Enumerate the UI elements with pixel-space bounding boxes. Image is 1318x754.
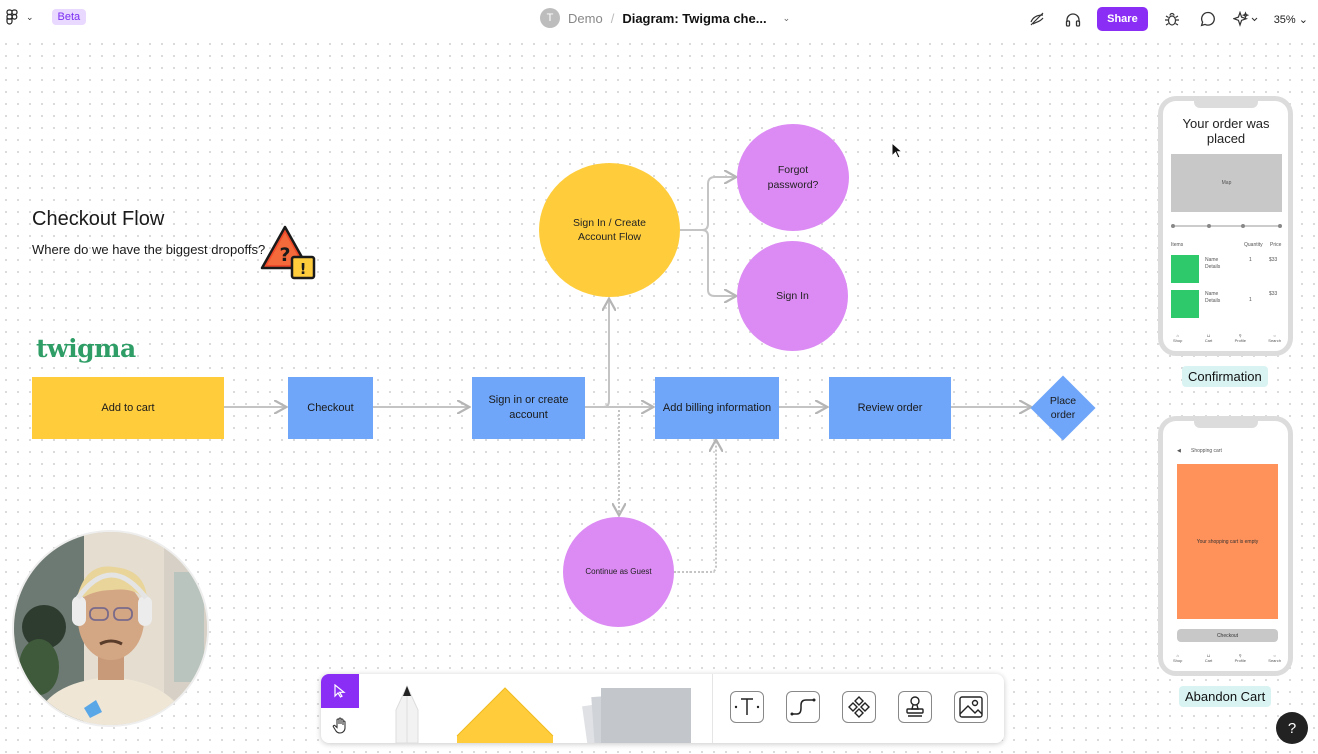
hand-icon: [332, 717, 346, 734]
component-tool[interactable]: [842, 691, 876, 723]
select-tool[interactable]: [321, 674, 359, 708]
phone-nav-bar: ⌂Shop ⊔Cart ⚲Profile ○Search: [1173, 333, 1281, 343]
text-tool[interactable]: [730, 691, 764, 723]
team-avatar[interactable]: T: [540, 8, 560, 28]
item-thumbnail: [1171, 255, 1199, 283]
connector-flow-signin: [680, 229, 735, 296]
back-arrow-icon: ◀: [1177, 448, 1181, 454]
board-title: Checkout Flow: [32, 208, 165, 230]
phone-checkout-button[interactable]: Checkout: [1177, 629, 1278, 642]
connector-tool[interactable]: [786, 691, 820, 723]
bottom-toolbar: [321, 674, 1004, 743]
figma-menu-icon[interactable]: [6, 9, 20, 25]
connector-icon: [790, 698, 816, 716]
sticky-note-tool-icon[interactable]: [579, 684, 695, 743]
pencil-tool-icon[interactable]: [389, 684, 425, 743]
image-tool[interactable]: [954, 691, 988, 723]
connector-flow-forgot: [680, 177, 735, 231]
svg-text:?: ?: [279, 244, 290, 266]
toolbar-divider: [712, 674, 713, 743]
node-checkout[interactable]: Checkout: [288, 377, 373, 439]
phone-confirmation[interactable]: Your order was placed Map Items Quantity…: [1158, 96, 1293, 356]
image-icon: [959, 696, 983, 718]
stamp-tool[interactable]: [898, 691, 932, 723]
empty-cart-message: Your shopping cart is empty: [1196, 538, 1259, 545]
help-button[interactable]: ?: [1276, 712, 1308, 744]
presenter-video: [14, 532, 207, 725]
bug-icon[interactable]: [1154, 6, 1190, 32]
map-label: Map: [1221, 180, 1232, 186]
zoom-level[interactable]: 35% ⌄: [1273, 13, 1308, 26]
col-price: Price: [1270, 242, 1282, 248]
node-review-order[interactable]: Review order: [829, 377, 951, 439]
nav-cart: ⊔Cart: [1204, 333, 1213, 343]
stamp-icon: [906, 696, 924, 717]
abandon-cart-label: Abandon Cart: [1179, 686, 1272, 707]
hand-tool[interactable]: [321, 708, 359, 743]
empty-cart-panel: Your shopping cart is empty: [1177, 464, 1278, 619]
phone-nav-bar: ⌂Shop ⊔Cart ⚲Profile ○Search: [1173, 653, 1281, 663]
node-forgot-password[interactable]: Forgot password?: [737, 124, 849, 231]
beta-badge: Beta: [51, 9, 87, 25]
twigma-logo: twigma: [36, 334, 136, 363]
webcam-video-bubble[interactable]: [14, 532, 207, 725]
phone-notch: [1193, 101, 1258, 108]
file-menu-chevron-icon[interactable]: ⌄: [782, 12, 791, 23]
board-subtitle: Where do we have the biggest dropoffs?: [32, 242, 266, 257]
nav-search: ○Search: [1268, 333, 1281, 343]
nav-cart: ⊔Cart: [1204, 653, 1213, 663]
nav-search: ○Search: [1268, 653, 1281, 663]
confirmation-heading: Your order was placed: [1182, 116, 1270, 146]
node-sign-in-or-create[interactable]: Sign in or create account: [472, 377, 585, 439]
hide-ui-icon[interactable]: [1019, 6, 1055, 32]
item-qty: 1: [1249, 297, 1252, 303]
share-button[interactable]: Share: [1097, 7, 1148, 31]
chevron-down-icon[interactable]: ⌄: [26, 11, 34, 22]
comment-icon[interactable]: [1190, 6, 1226, 32]
svg-text:!: !: [300, 260, 307, 278]
breadcrumb-team[interactable]: Demo: [568, 10, 603, 26]
component-icon: [848, 696, 870, 718]
top-bar-left: ⌄ Beta: [6, 9, 87, 25]
node-sign-in-create-flow[interactable]: Sign In / Create Account Flow: [539, 163, 680, 297]
shopping-cart-header: Shopping cart: [1191, 448, 1222, 454]
node-add-billing[interactable]: Add billing information: [655, 377, 779, 439]
nav-profile: ⚲Profile: [1234, 333, 1246, 343]
ai-sparkle-icon[interactable]: [1226, 6, 1266, 32]
node-add-to-cart[interactable]: Add to cart: [32, 377, 224, 439]
top-bar: ⌄ Beta T Demo / Diagram: Twigma che... ⌄…: [0, 0, 1318, 38]
file-name[interactable]: Diagram: Twigma che...: [622, 10, 767, 26]
headphones-icon[interactable]: [1055, 6, 1091, 32]
item-price: $33: [1269, 291, 1278, 297]
item-price: $33: [1269, 257, 1278, 263]
node-continue-guest[interactable]: Continue as Guest: [563, 517, 674, 627]
nav-profile: ⚲Profile: [1234, 653, 1246, 663]
breadcrumb: T Demo / Diagram: Twigma che... ⌄: [540, 8, 790, 28]
shape-tool-icon[interactable]: [455, 686, 555, 743]
connector-signin-flow: [585, 300, 609, 408]
item-qty: 1: [1249, 257, 1252, 263]
progress-stepper: [1171, 224, 1282, 228]
top-bar-right: Share 35% ⌄: [1019, 6, 1308, 32]
connector-guest-billing: [674, 441, 716, 573]
phone-abandon-cart[interactable]: ◀ Shopping cart Your shopping cart is em…: [1158, 416, 1293, 676]
mouse-cursor-icon: [891, 142, 904, 159]
node-sign-in[interactable]: Sign In: [737, 241, 848, 351]
text-icon: [734, 698, 760, 715]
confirmation-label: Confirmation: [1182, 366, 1268, 387]
col-items: Items: [1171, 242, 1184, 248]
node-place-order-label: Place order: [1049, 394, 1077, 421]
pointer-icon: [334, 684, 346, 698]
col-quantity: Quantity: [1244, 242, 1263, 248]
phone-notch: [1193, 421, 1258, 428]
breadcrumb-separator: /: [610, 10, 615, 26]
map-placeholder: Map: [1171, 154, 1282, 212]
item-thumbnail: [1171, 290, 1199, 318]
nav-shop: ⌂Shop: [1173, 653, 1183, 663]
warning-sticker-icon[interactable]: ? !: [260, 224, 318, 282]
nav-shop: ⌂Shop: [1173, 333, 1183, 343]
